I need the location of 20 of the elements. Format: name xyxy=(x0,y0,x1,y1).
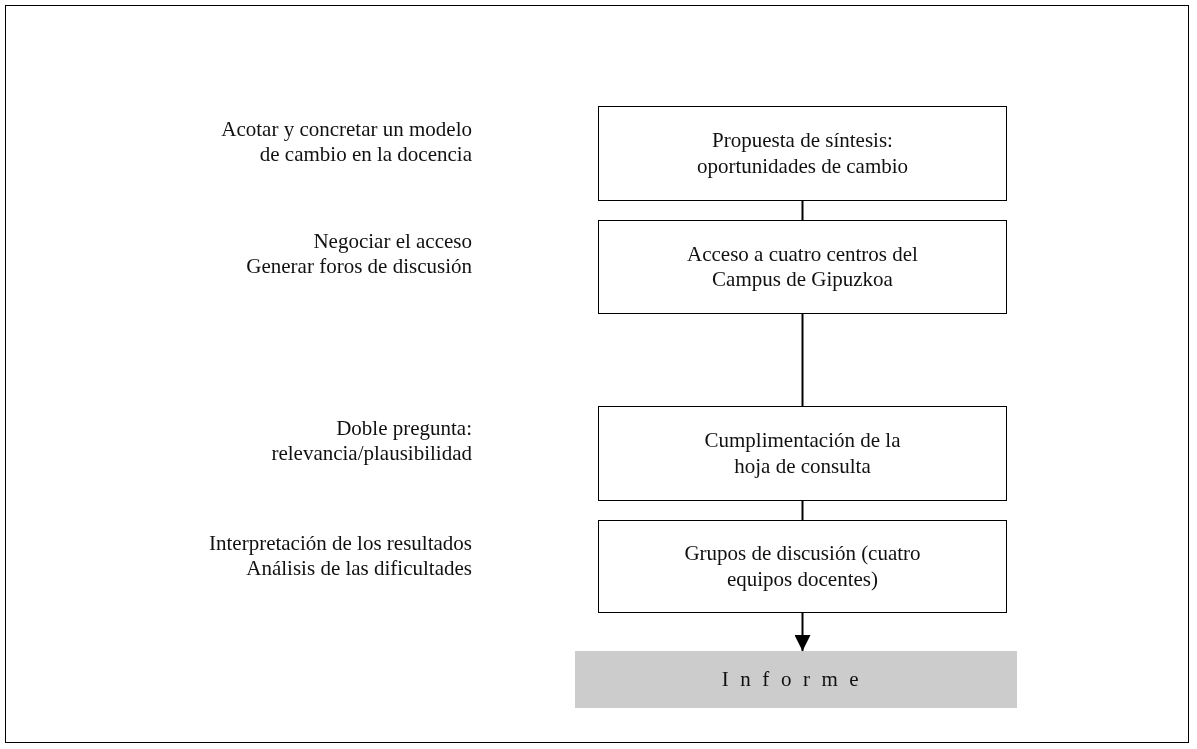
step-description: Acotar y concretar un modelo de cambio en la docencia xyxy=(220,117,472,168)
connector-line xyxy=(801,200,804,221)
step-description: Generar foros de discusión xyxy=(246,254,472,280)
step-description: Doble pregunta: relevancia/plausibilidad xyxy=(270,416,472,467)
process-box xyxy=(598,406,1007,501)
step-description: Negociar el acceso xyxy=(313,229,472,255)
connector-line xyxy=(801,313,804,407)
box-text: Informe xyxy=(721,666,871,693)
process-box xyxy=(598,220,1007,314)
box-text: Acceso a cuatro centros del Campus de Gipuzkoa xyxy=(686,241,919,293)
box-text: Propuesta de síntesis: oportunidades de cambio xyxy=(695,128,910,179)
process-box xyxy=(598,106,1007,201)
connector-line xyxy=(801,500,804,521)
process-box xyxy=(598,520,1007,613)
step-description: Análisis de las dificultades xyxy=(246,556,472,582)
step-description: Interpretación de los resultados xyxy=(209,531,472,557)
arrow xyxy=(794,612,811,652)
box-text: Cumplimentación de la hoja de consulta xyxy=(703,428,902,479)
box-text: Grupos de discusión (cuatro equipos docentes) xyxy=(684,541,921,592)
result-bar xyxy=(575,651,1017,708)
